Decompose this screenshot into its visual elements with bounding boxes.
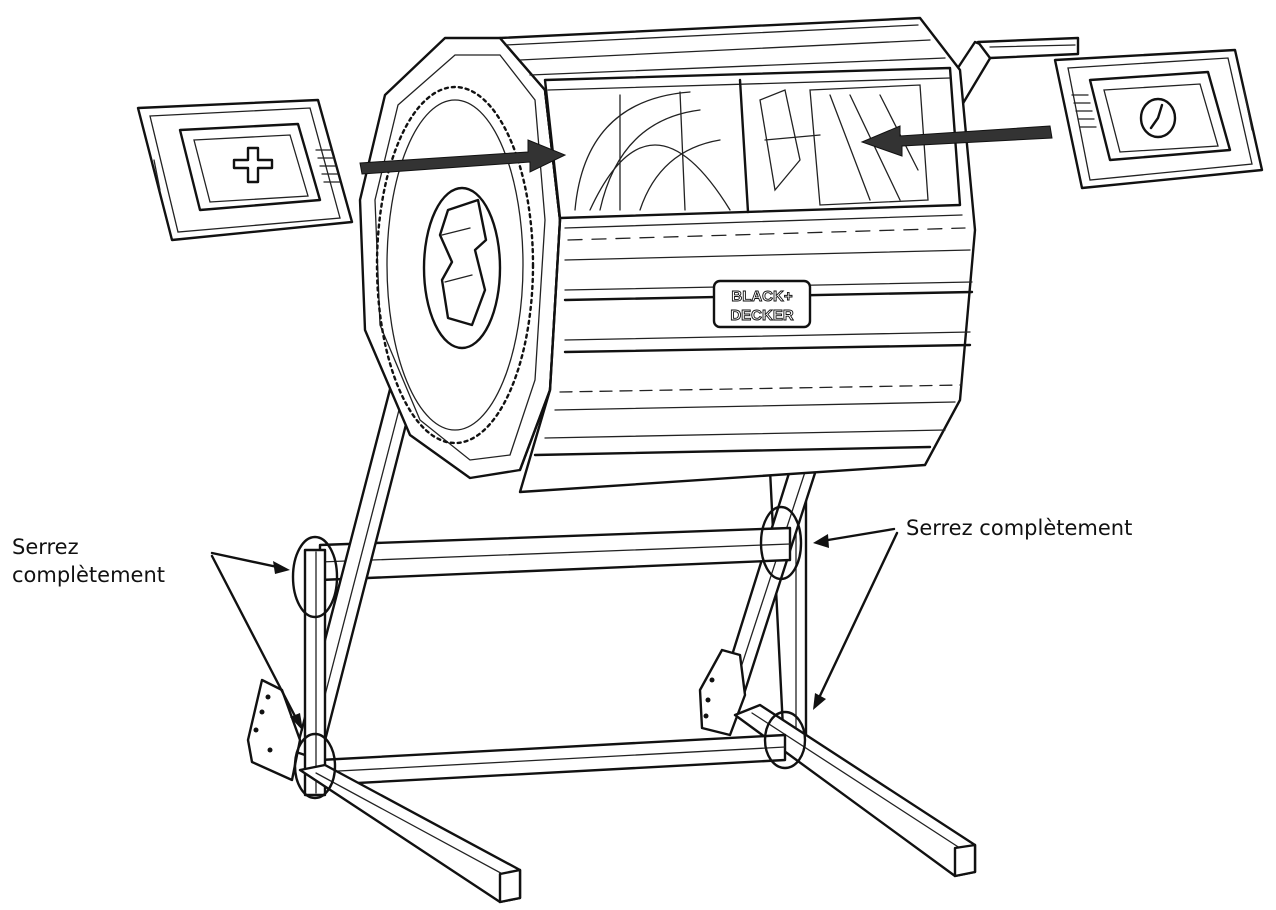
left-foot — [298, 763, 522, 904]
plus-icon — [232, 146, 274, 184]
tighten-circle-right-lower — [763, 710, 807, 770]
drum: BLACK+ DECKER — [358, 16, 977, 494]
right-door-panel — [1053, 48, 1264, 190]
upper-crossbar — [318, 526, 792, 582]
left-upright — [303, 548, 327, 797]
callout-right-label: Serrez complètement — [906, 516, 1133, 540]
drum-body — [498, 16, 977, 494]
clock-icon — [1139, 97, 1177, 139]
brand-logo: BLACK+ DECKER — [712, 279, 812, 329]
left-door-panel — [136, 98, 354, 242]
callout-pointers-right — [813, 527, 899, 710]
callout-left-line1: Serrez — [12, 535, 79, 559]
callout-left-label: Serrez complètement — [12, 533, 165, 589]
right-foot — [733, 703, 977, 878]
tighten-circle-left-lower — [293, 732, 337, 800]
brand-logo-line1: BLACK+ — [731, 288, 792, 305]
callout-left-line2: complètement — [12, 563, 166, 587]
lower-crossbar — [318, 733, 787, 787]
insert-arrow-left — [359, 139, 567, 175]
insert-arrow-right — [860, 125, 1053, 157]
tighten-circle-left-upper — [291, 535, 339, 619]
left-bracket — [246, 678, 302, 782]
tighten-circle-right-upper — [759, 505, 803, 581]
brand-logo-line2: DECKER — [730, 307, 794, 324]
right-bracket — [698, 648, 747, 737]
callout-pointers-left — [210, 551, 303, 731]
drum-end-cap — [358, 36, 562, 480]
